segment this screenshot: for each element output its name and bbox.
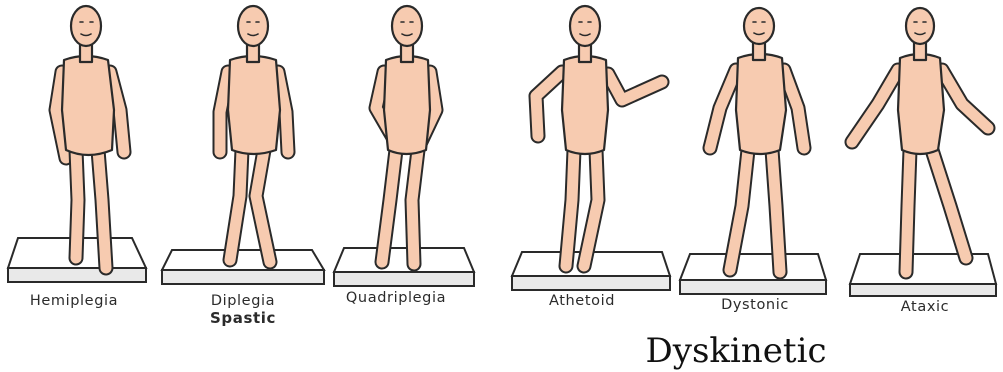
figure-label: Diplegia [211,293,275,309]
head [238,6,268,46]
figure-label: Quadriplegia [346,290,446,306]
head [570,6,600,46]
platform [334,248,474,272]
platform-side [680,280,826,294]
platform [162,250,324,270]
body [852,8,988,272]
figure-label: Athetoid [549,293,615,309]
body [376,6,436,264]
body [710,8,804,272]
head [71,6,101,46]
body [220,6,288,262]
platform-side [334,272,474,286]
head [744,8,774,44]
figure-dystonic: Dystonic [680,8,826,313]
body [56,6,124,268]
platform [680,254,826,280]
head [392,6,422,46]
head [906,8,934,44]
figure-athetoid: Athetoid [512,6,670,309]
figure-hemiplegia: Hemiplegia [8,6,146,309]
figure-label: Ataxic [901,299,949,315]
figure-ataxic: Ataxic [850,8,996,315]
platform-side [162,270,324,284]
body [536,6,662,266]
figure-quadriplegia: Quadriplegia [334,6,474,306]
group-label-dyskinetic: Dyskinetic [646,331,827,371]
figure-label: Hemiplegia [30,293,118,309]
platform-side [8,268,146,282]
figure-diplegia: Diplegia Spastic [162,6,324,327]
figure-label: Dystonic [721,297,789,313]
platform [850,254,996,284]
platform-side [512,276,670,290]
figure-sublabel: Spastic [210,309,276,327]
platform-side [850,284,996,296]
